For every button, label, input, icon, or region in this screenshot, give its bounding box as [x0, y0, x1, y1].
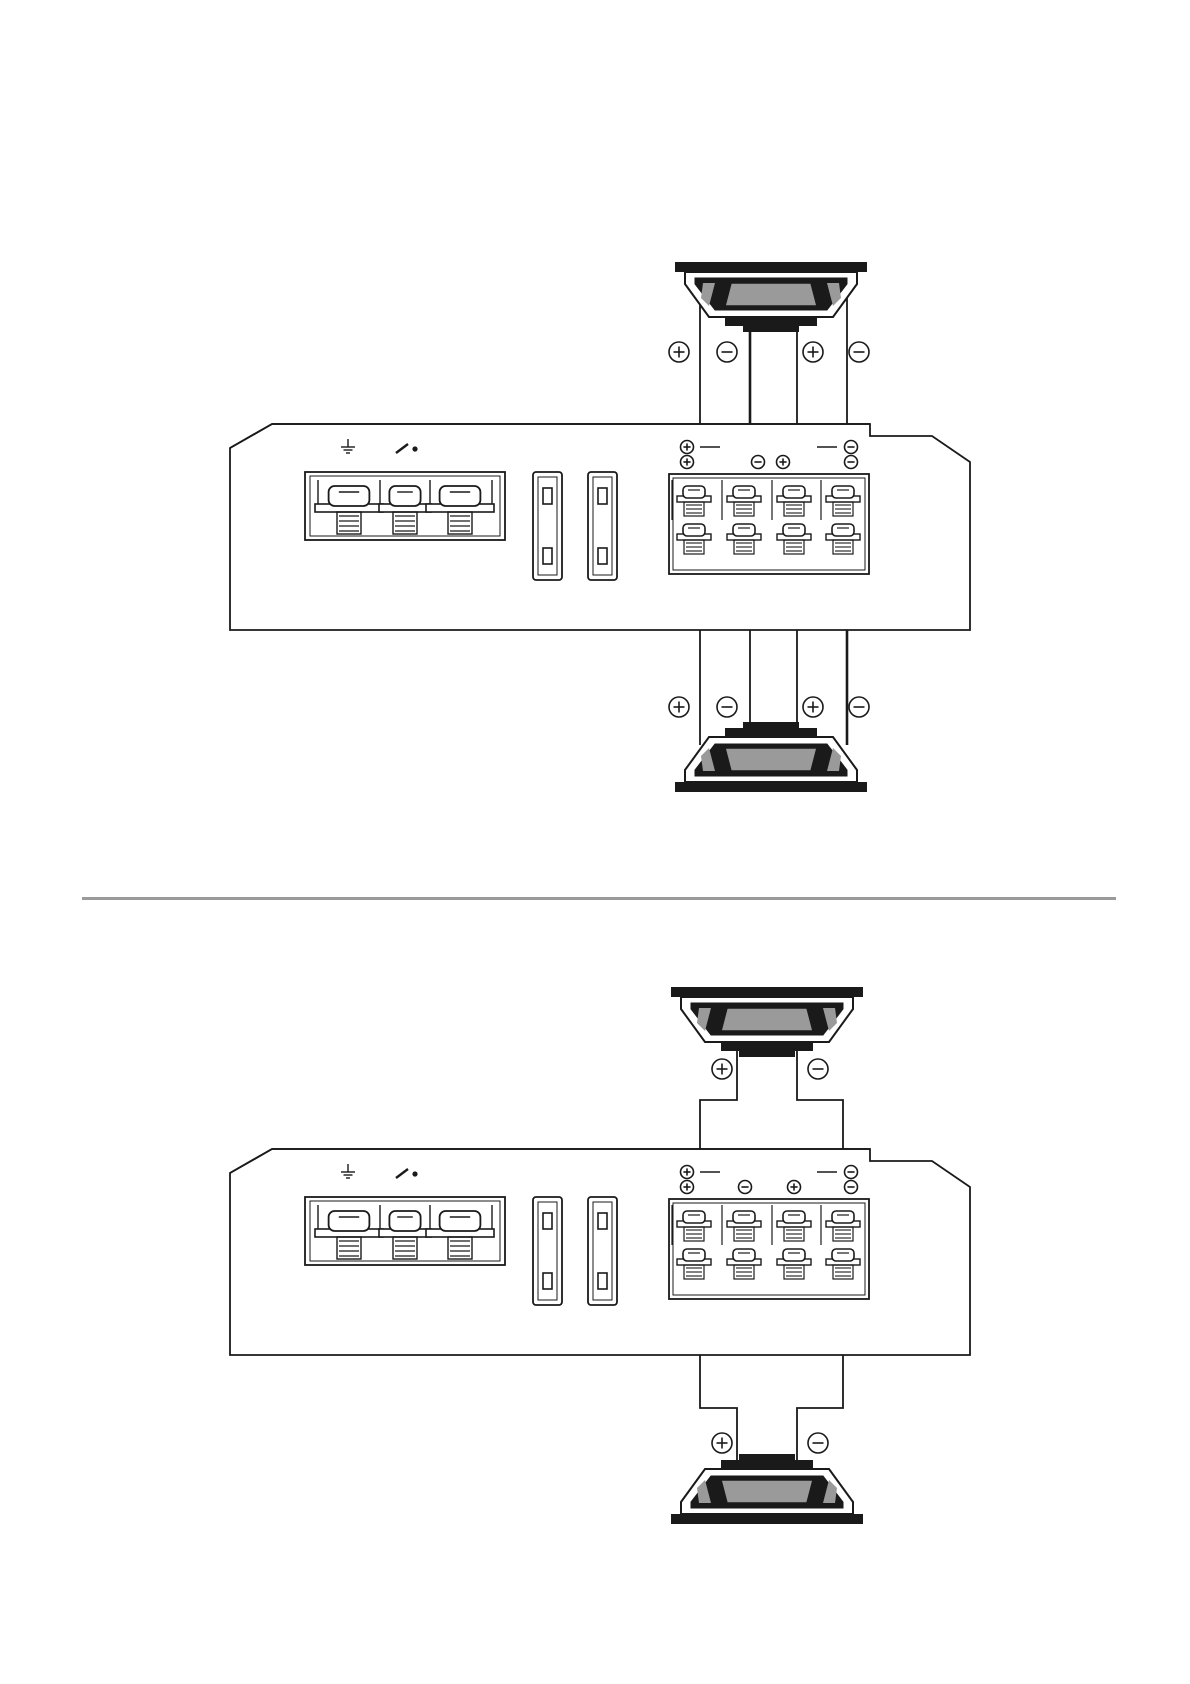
- lower-fuse-2: [588, 1197, 617, 1305]
- lower-fuse-blade-bottom: [598, 1273, 607, 1289]
- lower-fuse-blade-top: [543, 1213, 552, 1229]
- lower-top-speaker-mark-2: [808, 1059, 828, 1079]
- lower-st-screw: [832, 1211, 854, 1223]
- lower-fuse-blade-bottom: [543, 1273, 552, 1289]
- lower-st-screw: [783, 1211, 805, 1223]
- lower-st-screw: [832, 1249, 854, 1261]
- lower-top-speaker-magnet: [721, 1042, 813, 1051]
- lower-top-speaker-magnet-cap: [739, 1051, 795, 1057]
- lower-st-screw: [683, 1249, 705, 1261]
- lower-terminal-mark-4: [845, 1181, 858, 1194]
- lower-power-screw: [389, 1211, 420, 1231]
- lower-top-speaker-mark-1: [712, 1059, 732, 1079]
- lower-terminal-mark-3: [788, 1181, 801, 1194]
- lower-bottom-speaker-mark-2: [808, 1433, 828, 1453]
- lower-bottom-speaker-cone: [721, 1480, 813, 1503]
- lower-power-screw: [329, 1211, 370, 1231]
- lower-fuse-blade-top: [598, 1213, 607, 1229]
- lower-switch-dot: [412, 1171, 417, 1176]
- lower-st-screw: [683, 1211, 705, 1223]
- lower-bottom-speaker-plate: [671, 1514, 863, 1524]
- lower-terminal-mark-2: [739, 1181, 752, 1194]
- lower-top-speaker: [671, 987, 863, 1057]
- lower-bridge-plus-mark: [681, 1166, 694, 1179]
- lower-bottom-speaker-mark-1: [712, 1433, 732, 1453]
- lower-top-speaker-cone: [721, 1008, 813, 1031]
- lower-st-screw: [733, 1249, 755, 1261]
- lower-bottom-speaker-magnet-cap: [739, 1454, 795, 1460]
- lower-top-speaker-plate: [671, 987, 863, 997]
- lower-bottom-speaker-magnet: [721, 1460, 813, 1469]
- lower-amplifier: [230, 1149, 970, 1355]
- lower-st-screw: [783, 1249, 805, 1261]
- lower-bottom-speaker: [671, 1454, 863, 1524]
- lower-fuse-1: [533, 1197, 562, 1305]
- lower-bridge-minus-mark: [845, 1166, 858, 1179]
- lower-power-screw: [440, 1211, 481, 1231]
- lower-st-screw: [733, 1211, 755, 1223]
- lower-terminal-mark-1: [681, 1181, 694, 1194]
